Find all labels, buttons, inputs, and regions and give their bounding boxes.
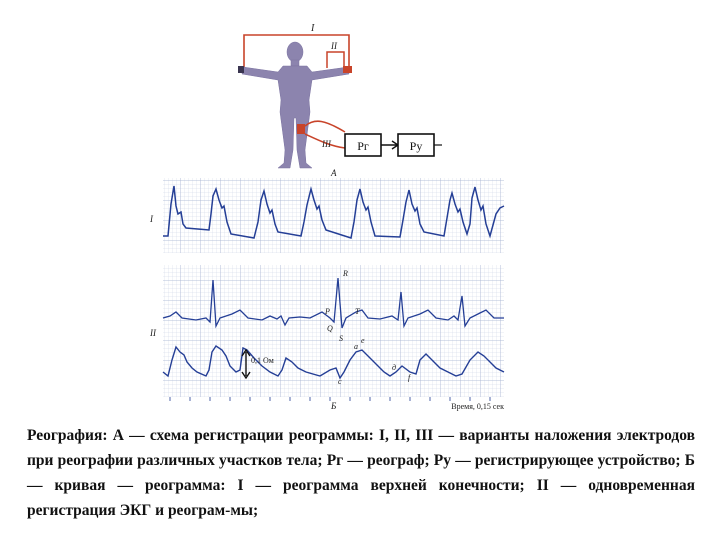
electrode-left-hand	[238, 66, 244, 73]
ecg-label-s: S	[339, 334, 343, 343]
calibration-label: 0,1 Ом	[251, 356, 274, 365]
row-label-1: I	[149, 214, 154, 224]
rheogram-upper-limb: I	[149, 178, 505, 253]
ecg-rheogram-simultaneous: II R P T Q S 0,1 Ом а с е д f Б Время, 0…	[149, 265, 505, 411]
rheo-label-a: а	[354, 342, 358, 351]
ecg-label-r: R	[342, 269, 348, 278]
rheography-figure: I II III Рг Ру А I II R	[149, 23, 505, 411]
lead-3-wire	[304, 120, 346, 149]
lead-label-1: I	[310, 23, 315, 34]
ecg-label-q: Q	[327, 324, 333, 333]
time-label: Время, 0,15 сек	[451, 402, 504, 411]
electrode-right-hand	[343, 66, 352, 73]
panel-label-a: А	[330, 168, 337, 178]
grid-paper-1	[163, 178, 504, 253]
grid-paper-2	[163, 265, 504, 397]
rheogram-trace-2	[162, 345, 505, 380]
figure-caption: Реография: А — схема регистрации реограм…	[27, 427, 695, 519]
human-body-icon	[241, 41, 350, 169]
lead-label-3: III	[321, 139, 332, 149]
panel-label-b: Б	[330, 401, 337, 411]
recorder-label: Ру	[410, 139, 423, 153]
lead-label-2: II	[330, 41, 338, 51]
electrode-leg	[297, 124, 305, 134]
row-label-2: II	[149, 328, 157, 338]
calibration-arrow	[241, 348, 251, 380]
time-marks	[169, 397, 491, 401]
device-arrow	[381, 140, 400, 150]
rheogram-trace-1	[163, 185, 505, 239]
rheo-label-d: д	[392, 363, 396, 372]
rheograph-label: Рг	[357, 139, 369, 153]
rheo-label-c: с	[338, 377, 342, 386]
rheo-label-f: f	[408, 373, 412, 382]
lead-1-wire	[243, 34, 350, 68]
ecg-label-t: T	[355, 307, 360, 316]
registration-scheme: I II III Рг Ру А	[238, 23, 442, 178]
rheo-label-e: е	[361, 336, 365, 345]
ecg-label-p: P	[324, 307, 330, 316]
lead-2-wire	[326, 51, 345, 68]
ecg-trace	[162, 277, 504, 329]
